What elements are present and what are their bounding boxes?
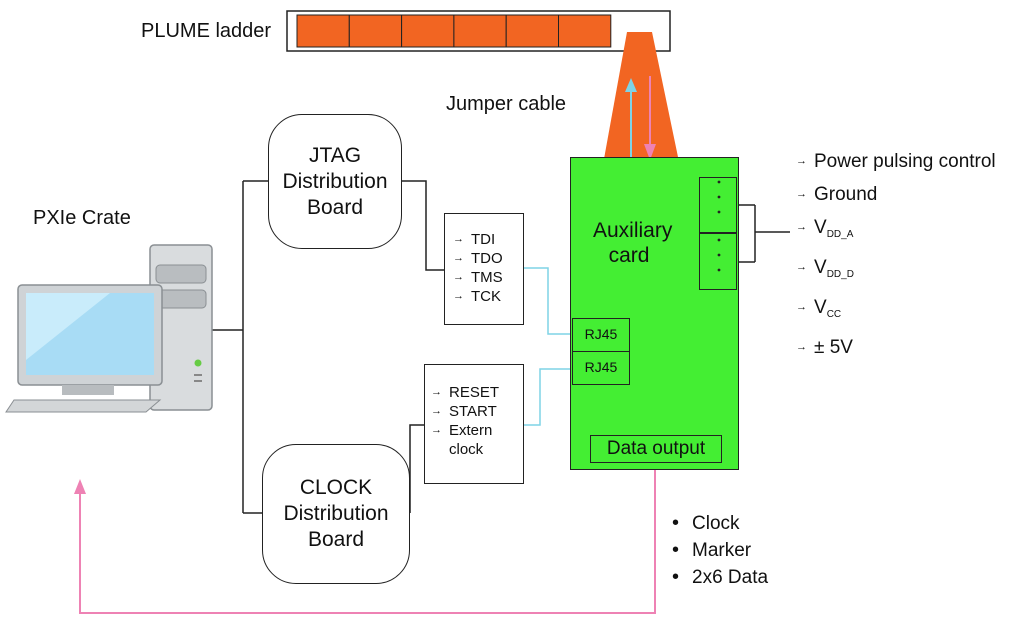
ladder-chip bbox=[558, 14, 612, 48]
power-item-5v: ± 5V bbox=[796, 331, 996, 364]
jumper-down-arrowhead bbox=[644, 144, 656, 160]
jumper-up-arrowhead bbox=[625, 78, 637, 92]
computer-icon bbox=[5, 244, 213, 413]
ladder-chips bbox=[296, 14, 612, 48]
clock-signals-box: RESET START Extern clock bbox=[424, 364, 524, 484]
power-item-vdda: VDD_A bbox=[796, 211, 996, 251]
clock-to-signals bbox=[409, 424, 424, 513]
rj45-bottom-port: RJ45 bbox=[572, 351, 630, 385]
clock-rj45-link bbox=[524, 368, 574, 426]
power-item-ground: Ground bbox=[796, 178, 996, 211]
data-item-clock: Clock bbox=[672, 510, 768, 537]
power-item-vddd: VDD_D bbox=[796, 251, 996, 291]
clock-signal-clock: clock bbox=[449, 441, 484, 458]
power-connector-top bbox=[699, 177, 737, 234]
jtag-signal-tms: TMS bbox=[453, 268, 503, 287]
return-arrowhead bbox=[74, 479, 86, 494]
ladder-chip bbox=[453, 14, 507, 48]
power-connector-bottom bbox=[699, 232, 737, 290]
jtag-signals-box: TDI TDO TMS TCK bbox=[444, 213, 524, 325]
ladder-chip bbox=[348, 14, 403, 48]
return-path bbox=[79, 463, 656, 614]
auxiliary-card: Auxiliary card RJ45 RJ45 Data output bbox=[570, 157, 739, 470]
data-output-port: Data output bbox=[590, 435, 722, 463]
ladder-chip bbox=[505, 14, 560, 48]
power-item-vcc: VCC bbox=[796, 291, 996, 331]
clock-signal-list: RESET START Extern clock bbox=[431, 383, 499, 459]
jtag-signal-tdi: TDI bbox=[453, 230, 503, 249]
clock-distribution-board: CLOCK Distribution Board bbox=[262, 444, 410, 584]
jumper-cable-label: Jumper cable bbox=[446, 93, 567, 115]
auxiliary-card-title: Auxiliary card bbox=[593, 219, 673, 267]
jtag-signal-list: TDI TDO TMS TCK bbox=[453, 230, 503, 306]
power-list: Power pulsing control Ground VDD_A VDD_D… bbox=[796, 145, 996, 364]
ladder-chip bbox=[401, 14, 455, 48]
jumper-cable-shape bbox=[600, 32, 683, 181]
ladder-chip bbox=[296, 14, 350, 48]
clock-signal-start: START bbox=[431, 402, 499, 421]
clock-signal-extern: Extern bbox=[431, 421, 499, 440]
jtag-rj45-link bbox=[524, 267, 574, 335]
jtag-distribution-board: JTAG Distribution Board bbox=[268, 114, 402, 249]
jtag-signal-tck: TCK bbox=[453, 287, 503, 306]
rj45-top-port: RJ45 bbox=[572, 318, 630, 352]
data-item-data: 2x6 Data bbox=[672, 564, 768, 591]
jtag-signal-tdo: TDO bbox=[453, 249, 503, 268]
pxie-crate-label: PXIe Crate bbox=[33, 207, 131, 229]
data-item-marker: Marker bbox=[672, 537, 768, 564]
power-item-pulsing: Power pulsing control bbox=[796, 145, 996, 178]
jtag-to-signals bbox=[402, 180, 444, 271]
clock-signal-reset: RESET bbox=[431, 383, 499, 402]
ladder-label: PLUME ladder bbox=[141, 20, 272, 42]
data-output-list: Clock Marker 2x6 Data bbox=[672, 510, 768, 591]
